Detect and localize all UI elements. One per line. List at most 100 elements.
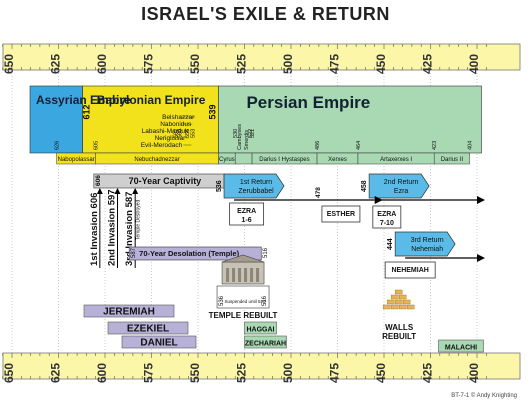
assyrian-empire-label: Assyrian Empire bbox=[36, 93, 131, 107]
top-ruler-label: 500 bbox=[281, 54, 295, 74]
prophet-bar bbox=[121, 335, 197, 349]
top-ruler-label: 425 bbox=[421, 54, 435, 74]
reign-label: Darius II bbox=[441, 157, 464, 163]
reign-label: Cyrus bbox=[219, 157, 235, 163]
wall-brick bbox=[390, 304, 399, 310]
return-arrow bbox=[223, 173, 285, 199]
wall-brick bbox=[386, 299, 395, 305]
period-arrowhead bbox=[477, 196, 485, 204]
invasion-label: 3rd Invasion 587 bbox=[124, 192, 135, 266]
period-arrowhead bbox=[477, 254, 485, 262]
bottom-ruler-label: 475 bbox=[328, 363, 342, 383]
period-arrowhead bbox=[374, 196, 383, 204]
footer-credit: BT-7-1 © Andy Knighting bbox=[451, 393, 517, 399]
invasion-arrowhead bbox=[96, 188, 103, 194]
assyrian-empire-band bbox=[29, 85, 83, 154]
top-ruler-label: 475 bbox=[328, 54, 342, 74]
prophet-label: HAGGAI bbox=[247, 327, 275, 334]
prophet-label: DANIEL bbox=[140, 338, 177, 349]
wall-brick bbox=[394, 289, 403, 295]
prophet-bar bbox=[83, 304, 175, 318]
top-ruler-label: 450 bbox=[374, 54, 388, 74]
bottom-ruler-label: 525 bbox=[235, 363, 249, 383]
rebuild-box bbox=[216, 285, 270, 309]
reign-label: Nabopolassar bbox=[58, 157, 95, 163]
temple-destroyed-label: Temple Destroyed bbox=[136, 199, 142, 240]
walls-rebuilt-label: REBUILT bbox=[382, 332, 416, 341]
esther-year: 478 bbox=[315, 187, 322, 198]
year-423: 423 bbox=[432, 141, 438, 150]
prophet-bar bbox=[438, 339, 484, 353]
wall-brick bbox=[406, 304, 415, 310]
top-ruler-label: 550 bbox=[188, 54, 202, 74]
bottom-ruler-label: 600 bbox=[95, 363, 109, 383]
top-ruler-label: 525 bbox=[235, 54, 249, 74]
prophet-label: EZEKIEL bbox=[127, 324, 169, 335]
prophet-bar bbox=[107, 321, 189, 335]
prophet-label: ZECHARIAH bbox=[245, 341, 286, 348]
wall-brick bbox=[394, 299, 403, 305]
babylon-king-label: Evil-Merodach bbox=[141, 142, 183, 149]
year-404: 404 bbox=[468, 141, 474, 150]
year-612: 612 bbox=[82, 104, 92, 119]
temple-column bbox=[244, 268, 248, 282]
page-title: ISRAEL'S EXILE & RETURN bbox=[141, 4, 390, 24]
book-title: NEHEMIAH bbox=[391, 267, 428, 274]
reign-label: Nebuchadnezzar bbox=[134, 157, 179, 163]
bottom-ruler-label: 650 bbox=[2, 363, 16, 383]
prophet-bar bbox=[244, 335, 287, 349]
babylon-king-label: Nabonidus bbox=[160, 121, 192, 128]
year-560: 560 bbox=[177, 129, 183, 138]
return-arrow bbox=[368, 173, 430, 199]
invasion-label: 1st Invasion 606 bbox=[89, 193, 100, 266]
top-ruler-label: 650 bbox=[2, 54, 16, 74]
desolation-end-year: 516 bbox=[263, 247, 269, 258]
bottom-ruler-label: 550 bbox=[188, 363, 202, 383]
wall-brick bbox=[390, 294, 399, 300]
year-626: 626 bbox=[55, 141, 61, 150]
walls-label: WALLS bbox=[385, 323, 414, 332]
return-label: 3rd Return bbox=[411, 237, 444, 244]
return-name: Nehemiah bbox=[411, 246, 443, 253]
prophet-bar bbox=[244, 321, 277, 335]
temple-column bbox=[226, 268, 230, 282]
reign-segment bbox=[433, 152, 470, 165]
year-464: 464 bbox=[356, 141, 362, 150]
top-ruler-band bbox=[2, 43, 521, 71]
year-522: 522 bbox=[248, 129, 254, 138]
temple-rebuilt-label: TEMPLE REBUILT bbox=[209, 311, 278, 320]
desolation-label: 70-Year Desolation (Temple) bbox=[139, 249, 239, 258]
persian-empire-band bbox=[218, 85, 482, 154]
desolation-start-year: 587 bbox=[131, 247, 137, 258]
rebuild-suspended: Suspended until 520 bbox=[225, 299, 267, 304]
year-539: 539 bbox=[207, 104, 217, 119]
prophet-label: JEREMIAH bbox=[103, 307, 155, 318]
persian-king-label: Smerdis bbox=[244, 130, 250, 150]
year-562: 562 bbox=[174, 129, 180, 138]
year-530: 530 bbox=[233, 129, 239, 138]
wall-brick bbox=[398, 294, 407, 300]
top-ruler-label: 575 bbox=[142, 54, 156, 74]
desolation-bar bbox=[128, 246, 262, 261]
wall-brick bbox=[402, 299, 411, 305]
return-arrow bbox=[394, 231, 456, 257]
rebuild-end-year: 516 bbox=[262, 295, 268, 306]
wall-brick bbox=[398, 304, 407, 310]
book-title: EZRA bbox=[237, 208, 256, 215]
year-553: 553 bbox=[190, 129, 196, 138]
bottom-ruler-label: 625 bbox=[49, 363, 63, 383]
year-486: 486 bbox=[315, 141, 321, 150]
temple-column bbox=[250, 268, 254, 282]
top-ruler-label: 625 bbox=[49, 54, 63, 74]
bottom-ruler-label: 425 bbox=[421, 363, 435, 383]
return-label: 1st Return bbox=[240, 179, 272, 186]
book-title: EZRA bbox=[377, 211, 396, 218]
book-box bbox=[321, 205, 361, 223]
temple-column bbox=[232, 268, 236, 282]
invasion-arrowhead bbox=[114, 188, 121, 194]
invasion-arrowhead bbox=[132, 188, 139, 194]
invasion-label: 2nd Invasion 597 bbox=[107, 189, 118, 266]
bottom-ruler-label: 575 bbox=[142, 363, 156, 383]
return-name: Ezra bbox=[394, 188, 409, 195]
